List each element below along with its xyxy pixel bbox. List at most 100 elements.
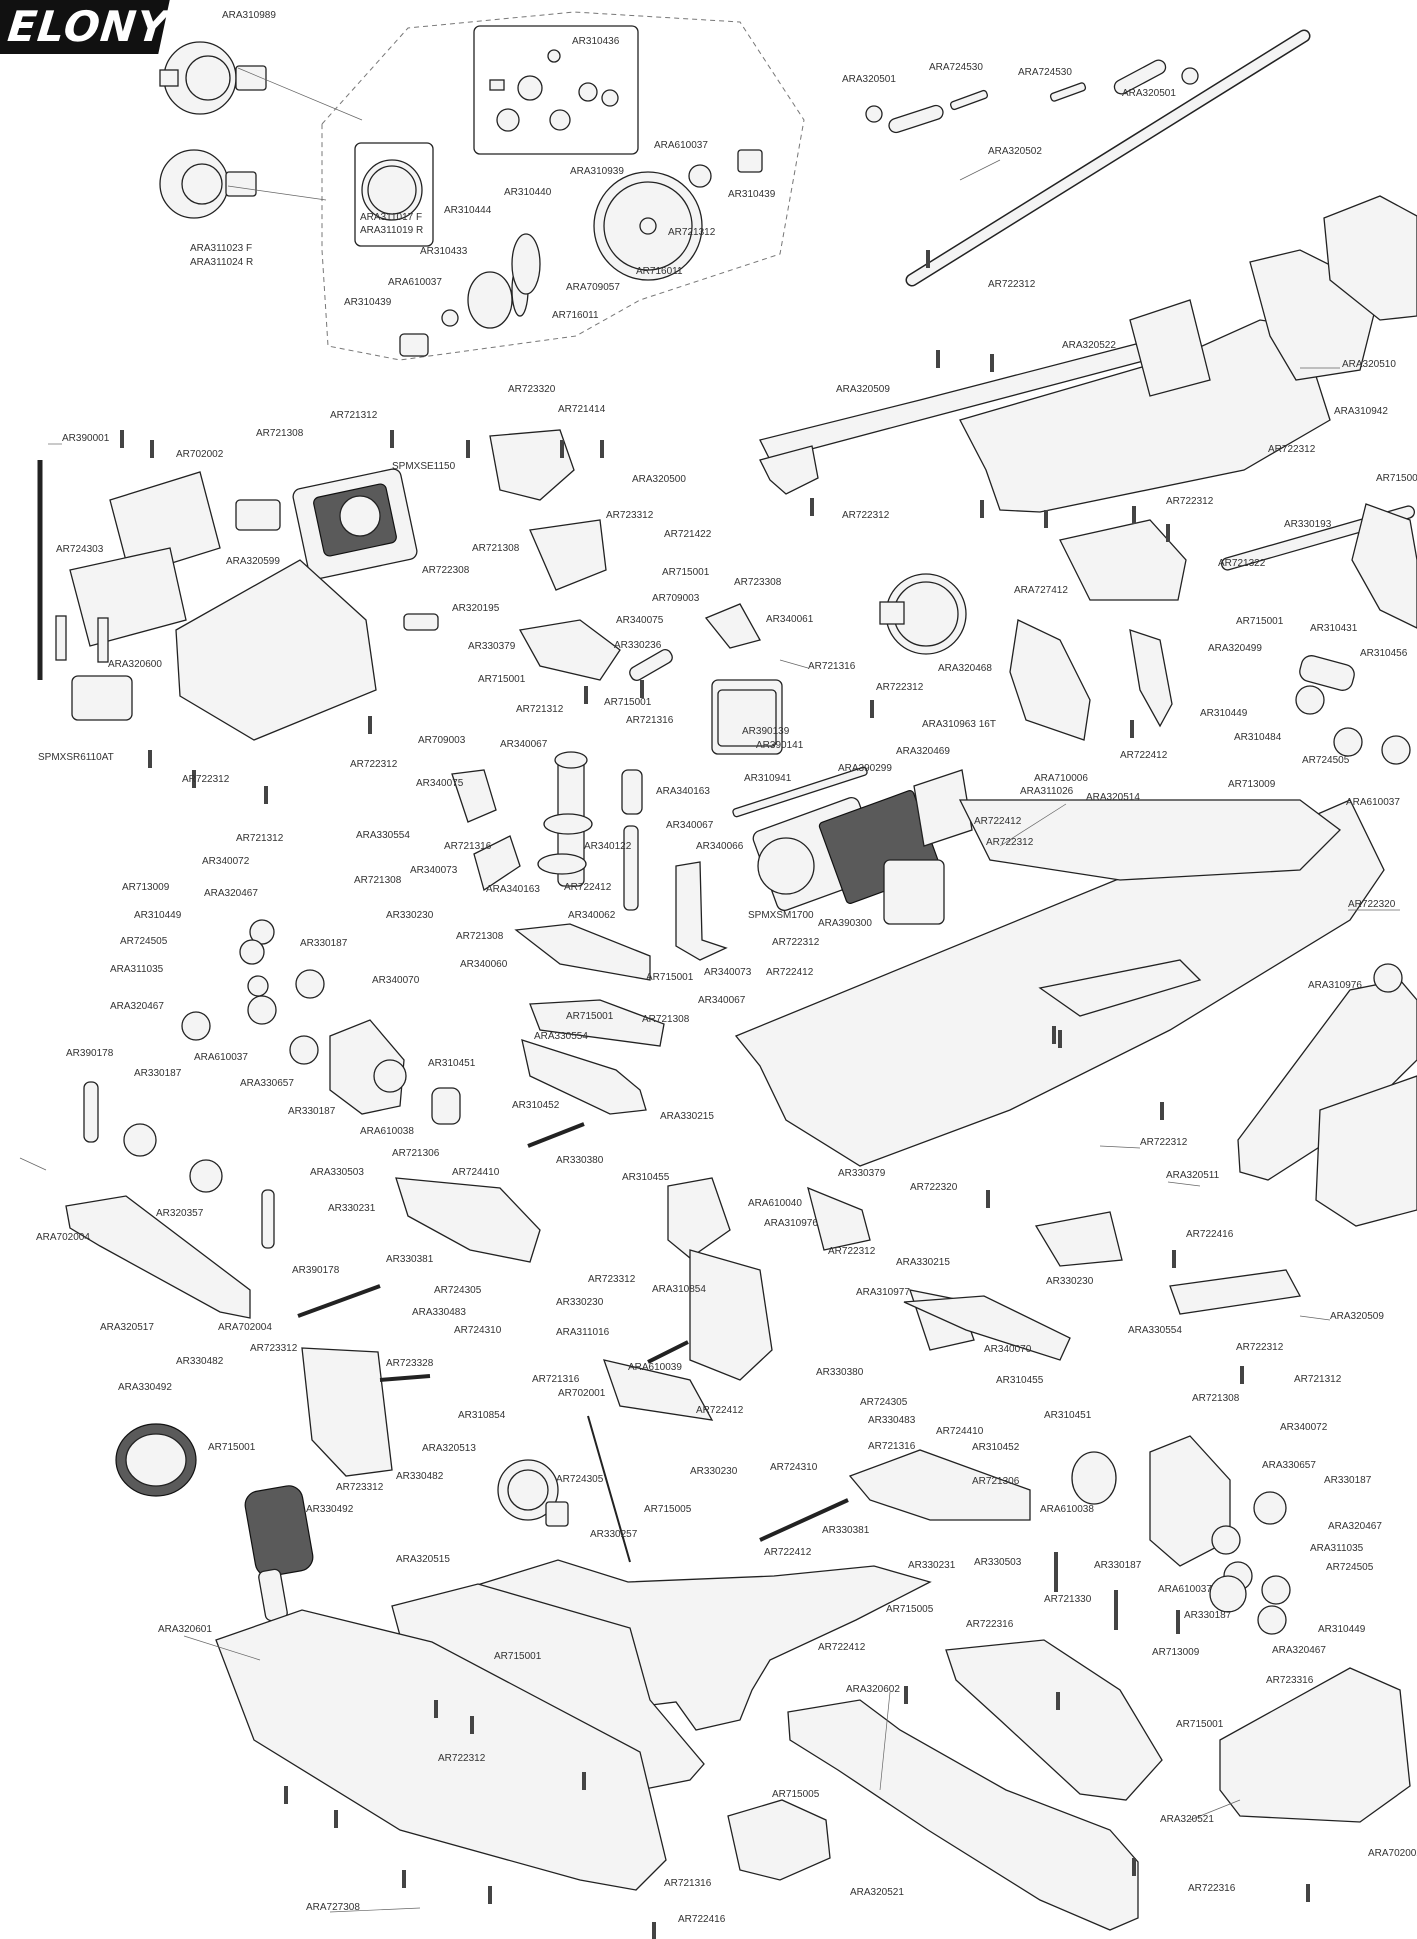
part-label: AR722312 (828, 1246, 876, 1257)
part-label: ARA311023 F (190, 243, 252, 254)
steering-arms (451, 769, 665, 1047)
part-label: AR722320 (1348, 899, 1396, 910)
part-label: AR330381 (822, 1525, 870, 1536)
part-label: AR724310 (770, 1462, 818, 1473)
part-label: AR724305 (860, 1397, 908, 1408)
part-label: AR722308 (422, 565, 470, 576)
part-label: ARA330483 (412, 1307, 466, 1318)
part-label: ARA311016 (556, 1327, 610, 1338)
part-label: AR721312 (516, 704, 564, 715)
part-label: ARA311019 R (360, 225, 423, 236)
part-label: AR340067 (500, 739, 548, 750)
part-label: ARA320514 (1086, 792, 1140, 803)
part-label: AR724410 (452, 1167, 500, 1178)
part-label: AR723328 (386, 1358, 434, 1369)
part-label: ARA320509 (1330, 1311, 1384, 1322)
part-label: ARA610037 (654, 140, 708, 151)
part-label: AR330230 (1046, 1276, 1094, 1287)
part-label: AR721316 (868, 1441, 916, 1452)
part-label: AR722312 (772, 937, 820, 948)
part-label: AR310449 (134, 910, 182, 921)
part-label: AR310436 (572, 36, 620, 47)
part-label: AR340070 (984, 1344, 1032, 1355)
part-label: AR709003 (652, 593, 700, 604)
rear-bumper-mount (727, 1799, 831, 1881)
part-label: AR310439 (728, 189, 776, 200)
part-label: ARA724530 (929, 62, 983, 73)
part-label: ARA310963 16T (922, 719, 996, 730)
part-label: AR340075 (616, 615, 664, 626)
front-left-arm (395, 1039, 647, 1263)
part-label: ARA310939 (570, 166, 624, 177)
part-label: AR310451 (1044, 1410, 1092, 1421)
part-label: AR340062 (568, 910, 616, 921)
part-label: AR330503 (974, 1557, 1022, 1568)
part-label: AR330257 (590, 1529, 638, 1540)
steering-post-right (621, 769, 728, 961)
part-label: AR723320 (508, 384, 556, 395)
front-left-hub (181, 919, 461, 1125)
front-shock-left (115, 1423, 197, 1497)
part-label: ARA610040 (748, 1198, 802, 1209)
front-splitter (215, 1609, 667, 1891)
part-label: AR721316 (444, 841, 492, 852)
part-label: AR340061 (766, 614, 814, 625)
part-label: AR330187 (134, 1068, 182, 1079)
part-label: AR722412 (696, 1405, 744, 1416)
part-label: AR722312 (182, 774, 230, 785)
part-label: AR330482 (396, 1471, 444, 1482)
part-label: ARA724530 (1018, 67, 1072, 78)
part-label: AR390178 (66, 1048, 114, 1059)
part-label: AR715001 (208, 1442, 256, 1453)
part-label: AR721306 (972, 1476, 1020, 1487)
part-label: AR310452 (512, 1100, 560, 1111)
part-label: AR715001 (494, 1651, 542, 1662)
part-label: AR340072 (202, 856, 250, 867)
part-label: AR713009 (1228, 779, 1276, 790)
part-label: AR310449 (1318, 1624, 1366, 1635)
part-label: AR721308 (456, 931, 504, 942)
part-label: ARA390299 (838, 763, 892, 774)
part-label: ARA320467 (110, 1001, 164, 1012)
part-label: AR330483 (868, 1415, 916, 1426)
part-label: ARA727308 (306, 1902, 360, 1913)
part-label: AR310440 (504, 187, 552, 198)
main-chassis-plate (734, 799, 1385, 1167)
part-label: ARA310977 (856, 1287, 910, 1298)
part-label: AR722320 (910, 1182, 958, 1193)
part-label: ARA610037 (1158, 1584, 1212, 1595)
rear-diff (879, 573, 967, 655)
part-label: AR330230 (690, 1466, 738, 1477)
part-label: ARA320509 (836, 384, 890, 395)
part-label: AR390178 (292, 1265, 340, 1276)
part-label: AR721308 (642, 1014, 690, 1025)
part-label: AR721308 (256, 428, 304, 439)
part-label: AR716011 (636, 266, 683, 277)
part-label: ARA702004 (218, 1322, 272, 1333)
part-label: ARA320522 (1062, 340, 1116, 351)
part-label: AR722312 (876, 682, 924, 693)
part-label: AR722412 (974, 816, 1022, 827)
part-label: AR340122 (584, 841, 632, 852)
spur-gear-box (354, 142, 434, 247)
part-label: ARA320501 (842, 74, 896, 85)
rear-upper-brace (759, 195, 1417, 571)
part-label: AR722412 (764, 1547, 812, 1558)
part-label: AR724505 (120, 936, 168, 947)
motor-mount (732, 766, 973, 847)
part-label: ARA311026 (1020, 786, 1074, 797)
rear-rod-assembly (865, 29, 1311, 287)
esc-speed-controller (292, 468, 418, 580)
part-label: ARA320502 (988, 146, 1042, 157)
switch-module (235, 499, 439, 631)
part-label: ARA702002 (1368, 1848, 1417, 1859)
part-label: AR721312 (236, 833, 284, 844)
part-label: AR330492 (306, 1504, 354, 1515)
part-label: ARA310942 (1334, 406, 1388, 417)
part-label: AR310449 (1200, 708, 1248, 719)
part-label: AR722416 (1186, 1229, 1234, 1240)
part-label: AR721312 (330, 410, 378, 421)
part-label: AR330187 (1094, 1560, 1142, 1571)
part-label: ARA610039 (628, 1362, 682, 1373)
part-label: AR702001 (558, 1388, 606, 1399)
